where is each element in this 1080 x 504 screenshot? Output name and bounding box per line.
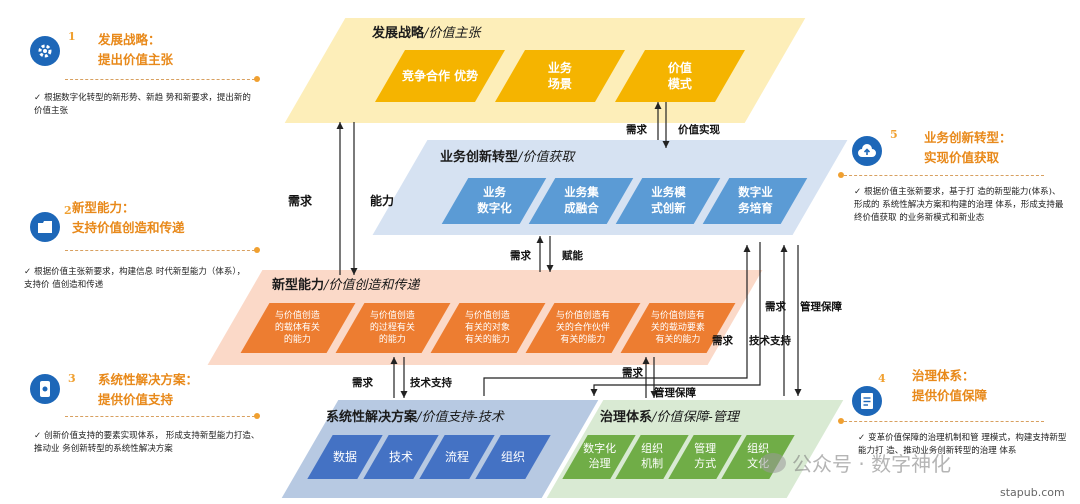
panel-text: ✓根据数字化转型的新形势、新趋 势和新要求，提出新的价值主张 bbox=[34, 93, 251, 117]
panel-divider bbox=[65, 416, 255, 417]
arrow-tech-to-business bbox=[483, 245, 751, 396]
watermark: 公众号 · 数字神化 bbox=[760, 448, 951, 477]
label-demand-right1: 需求 bbox=[712, 335, 733, 347]
capability-title: 新型能力/价值创造和传递 bbox=[272, 278, 420, 293]
label-demand-solution: 需求 bbox=[352, 377, 373, 389]
label-demand-governance: 需求 bbox=[622, 367, 643, 379]
label-capability-left: 能力 bbox=[370, 194, 395, 208]
panel-divider bbox=[65, 250, 255, 251]
solution-title: 系统性解决方案/价值支持-技术 bbox=[326, 410, 504, 425]
panel-divider bbox=[844, 175, 1044, 176]
strategy-title: 发展战略/价值主张 bbox=[372, 26, 481, 41]
label-demand-right2: 需求 bbox=[765, 301, 786, 313]
label-tech-support-right: 技术支持 bbox=[749, 335, 791, 347]
panel-title: 发展战略： 提出价值主张 bbox=[98, 32, 174, 67]
gear-icon bbox=[30, 36, 60, 66]
panel-title: 治理体系： 提供价值保障 bbox=[912, 368, 988, 403]
label-empower: 赋能 bbox=[562, 250, 583, 262]
folder-icon bbox=[30, 212, 60, 242]
panel-dot bbox=[254, 247, 260, 253]
panel-text: ✓变革价值保障的治理机制和管 理模式，构建支持新型能力打 造、推动业务创新转型的… bbox=[858, 433, 1067, 457]
label-demand-left: 需求 bbox=[288, 194, 313, 208]
site-watermark: stapub.com bbox=[1000, 486, 1065, 499]
panel-dot bbox=[254, 413, 260, 419]
panel-number: 5 bbox=[890, 128, 898, 141]
label-mgmt-support-bottom: 管理保障 bbox=[654, 387, 696, 399]
document-icon bbox=[852, 386, 882, 416]
panel-title: 系统性解决方案： 提供价值支持 bbox=[98, 372, 199, 407]
cloud-upload-icon bbox=[852, 136, 882, 166]
panel-title: 新型能力： 支持价值创造和传递 bbox=[72, 200, 185, 235]
label-demand-mid: 需求 bbox=[510, 250, 531, 262]
panel-number: 4 bbox=[878, 372, 886, 385]
panel-number: 1 bbox=[68, 30, 76, 43]
panel-number: 2 bbox=[64, 204, 72, 217]
phone-settings-icon bbox=[30, 374, 60, 404]
panel-dot bbox=[838, 172, 844, 178]
panel-dot bbox=[838, 418, 844, 424]
panel-title: 业务创新转型： 实现价值获取 bbox=[924, 130, 1012, 165]
business-title: 业务创新转型/价值获取 bbox=[440, 150, 575, 165]
governance-title: 治理体系/价值保障-管理 bbox=[600, 410, 739, 425]
wechat-icon bbox=[760, 452, 786, 473]
panel-text: ✓创新价值支持的要素实现体系， 形成支持新型能力打造、推动业 务创新转型的系统性… bbox=[34, 431, 260, 455]
label-tech-support-left: 技术支持 bbox=[410, 377, 452, 389]
arrow-demand-to-governance bbox=[590, 242, 761, 396]
panel-number: 3 bbox=[68, 372, 76, 385]
panel-text: ✓根据价值主张新要求，构建信息 时代新型能力（体系），支持价 值创造和传递 bbox=[24, 267, 246, 291]
panel-dot bbox=[254, 76, 260, 82]
label-mgmt-support-right: 管理保障 bbox=[800, 301, 842, 313]
panel-divider bbox=[65, 79, 255, 80]
panel-divider bbox=[844, 421, 1044, 422]
label-demand-top: 需求 bbox=[626, 124, 647, 136]
label-value-realization: 价值实现 bbox=[678, 124, 720, 136]
panel-text: ✓根据价值主张新要求，基于打 造的新型能力(体系)、形成的 系统性解决方案和构建… bbox=[854, 187, 1064, 224]
